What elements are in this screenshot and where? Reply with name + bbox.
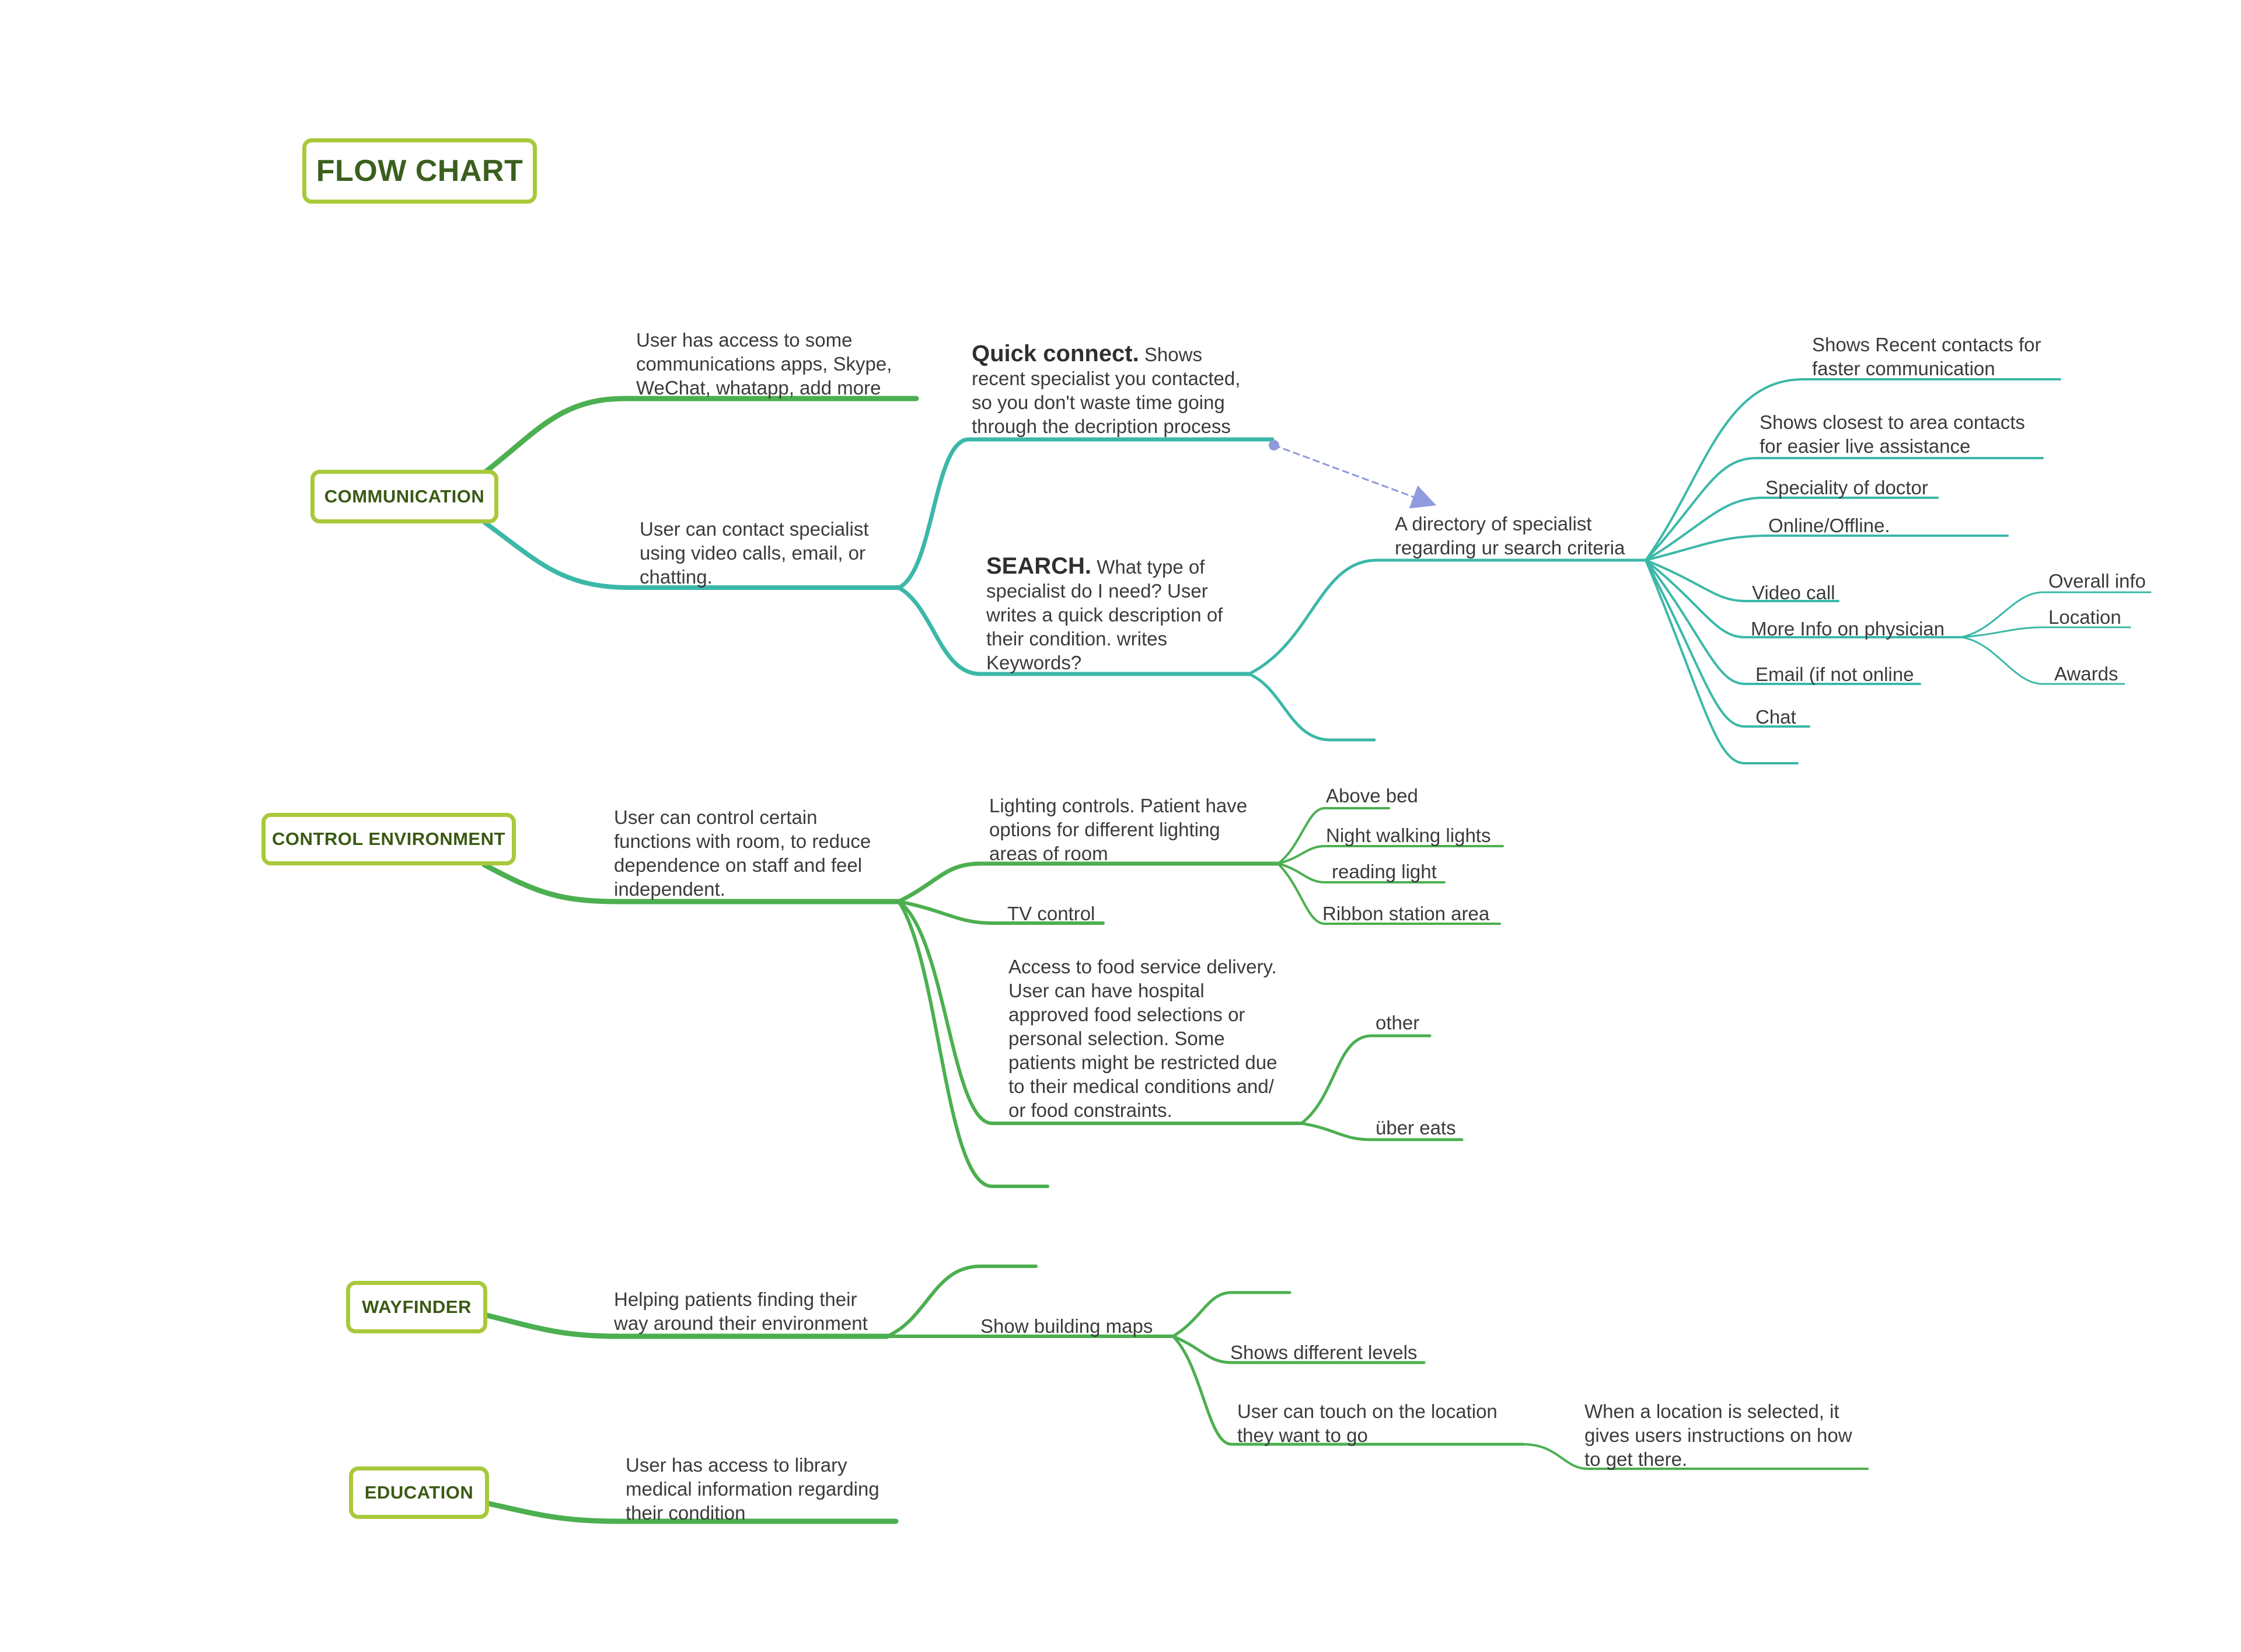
label-communication-contact: User can contact specialist using video … <box>640 518 869 588</box>
label-quick-connect-heading: Quick connect. <box>972 341 1139 366</box>
link-directory-empty <box>1645 559 1799 764</box>
label-speciality: Speciality of doctor <box>1765 477 1928 498</box>
link-chat <box>1645 559 1810 728</box>
label-reading-light: reading light <box>1332 861 1437 882</box>
link-ribbon <box>1277 862 1501 925</box>
page-title: FLOW CHART <box>302 138 537 204</box>
link-quick-connect <box>896 437 1275 590</box>
label-overall-info: Overall info <box>2048 570 2146 592</box>
label-search-body: What type of specialist do I need? User … <box>986 556 1223 673</box>
link-video-call <box>1645 559 1839 602</box>
link-food <box>897 900 1303 1125</box>
link-night <box>1277 845 1504 865</box>
link-closest <box>1645 457 2044 561</box>
label-tv-control: TV control <box>1007 903 1095 924</box>
node-communication[interactable]: COMMUNICATION <box>310 470 498 523</box>
label-food: Access to food service delivery. User ca… <box>1008 956 1277 1121</box>
link-selected <box>1522 1443 1869 1470</box>
label-control-main: User can control certain functions with … <box>614 806 871 900</box>
link-wayfinder-main <box>481 1312 890 1339</box>
link-location <box>1960 626 2131 638</box>
label-location: Location <box>2048 606 2121 628</box>
link-control-main <box>481 862 902 904</box>
link-maps-empty <box>1171 1291 1291 1338</box>
link-lighting <box>896 861 1280 904</box>
link-tv <box>897 900 1105 925</box>
node-control-environment[interactable]: CONTROL ENVIRONMENT <box>261 813 516 865</box>
link-communication-apps <box>481 396 919 476</box>
link-wayfinder-empty <box>885 1265 1038 1338</box>
node-wayfinder[interactable]: WAYFINDER <box>346 1281 487 1333</box>
label-lighting: Lighting controls. Patient have options … <box>989 795 1248 864</box>
link-online <box>1645 535 2009 561</box>
link-quick-to-directory <box>1273 444 1437 509</box>
label-night-lights: Night walking lights <box>1326 825 1491 846</box>
link-overall-info <box>1960 591 2152 638</box>
link-recent <box>1645 378 2061 561</box>
label-wayfinder-main: Helping patients finding their way aroun… <box>614 1288 868 1334</box>
node-education[interactable]: EDUCATION <box>349 1466 489 1519</box>
link-awards <box>1960 636 2125 685</box>
label-directory: A directory of specialist regarding ur s… <box>1395 513 1625 558</box>
label-levels: Shows different levels <box>1230 1342 1418 1363</box>
link-search <box>896 585 1251 676</box>
label-selected: When a location is selected, it gives us… <box>1584 1400 1852 1470</box>
label-more-info: More Info on physician <box>1751 618 1945 640</box>
label-education-main: User has access to library medical infor… <box>626 1454 879 1524</box>
link-reading <box>1277 862 1446 883</box>
link-email <box>1645 559 1921 685</box>
label-email: Email (if not online <box>1755 663 1914 685</box>
link-directory <box>1247 558 1647 676</box>
link-above-bed <box>1277 807 1390 865</box>
label-recent: Shows Recent contacts for faster communi… <box>1812 334 2041 379</box>
label-search-heading: SEARCH. <box>986 553 1092 579</box>
label-communication-apps: User has access to some communications a… <box>636 329 892 399</box>
label-maps: Show building maps <box>980 1315 1153 1337</box>
label-touch: User can touch on the location they want… <box>1237 1400 1498 1446</box>
link-levels <box>1171 1335 1426 1364</box>
label-ribbon: Ribbon station area <box>1322 903 1490 924</box>
link-education-main <box>481 1500 899 1524</box>
label-quick-connect: Quick connect. Shows recent specialist y… <box>972 342 1240 438</box>
link-touch <box>1171 1335 1525 1446</box>
label-chat: Chat <box>1755 706 1796 728</box>
link-speciality <box>1645 497 1939 561</box>
label-closest: Shows closest to area contacts for easie… <box>1760 411 2025 457</box>
link-communication-contact <box>482 520 901 590</box>
link-more-info <box>1645 559 1962 638</box>
label-above-bed: Above bed <box>1326 785 1418 806</box>
label-online: Online/Offline. <box>1768 515 1890 536</box>
label-video-call: Video call <box>1752 582 1835 603</box>
link-uber <box>1300 1122 1464 1141</box>
label-awards: Awards <box>2054 663 2118 684</box>
label-quick-connect-body: Shows recent specialist you contacted, s… <box>972 344 1241 437</box>
link-control-empty <box>897 900 1049 1188</box>
link-search-empty <box>1247 672 1376 742</box>
label-uber-eats: über eats <box>1376 1117 1456 1138</box>
label-search: SEARCH. What type of specialist do I nee… <box>986 554 1223 675</box>
link-other <box>1300 1034 1432 1125</box>
dashed-link-start-dot <box>1269 440 1279 450</box>
label-other: other <box>1376 1012 1420 1033</box>
